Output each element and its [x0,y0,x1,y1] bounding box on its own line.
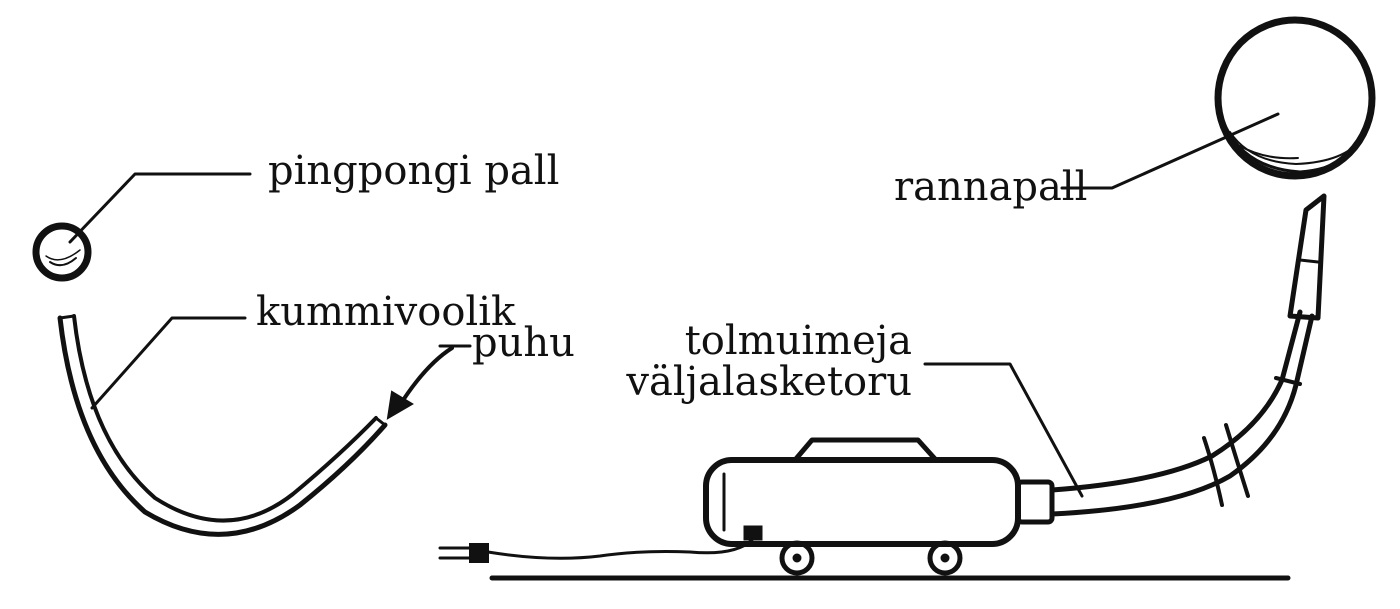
label-beach-ball: rannapall [894,164,1087,210]
leader-exhaust [923,362,1084,498]
label-blow: puhu [472,320,575,366]
power-cord [438,538,754,563]
beach-ball [1214,16,1376,180]
label-rubber-hose: kummivoolik [256,289,516,335]
ping-pong-ball [32,222,92,282]
nozzle [1287,193,1327,321]
label-vacuum-exhaust-line1: tolmuimeja [685,318,912,364]
leader-ping-pong [68,172,252,244]
leader-beach-ball [1060,112,1280,190]
blow-arrow [386,346,454,420]
exhaust-hose [1049,309,1315,517]
rubber-hose [57,314,388,537]
leader-rubber-hose [90,316,247,410]
label-ping-pong-ball: pingpongi pall [268,148,559,194]
label-vacuum-exhaust-line2: väljalasketoru [625,359,912,405]
vacuum-cleaner [703,437,1055,576]
